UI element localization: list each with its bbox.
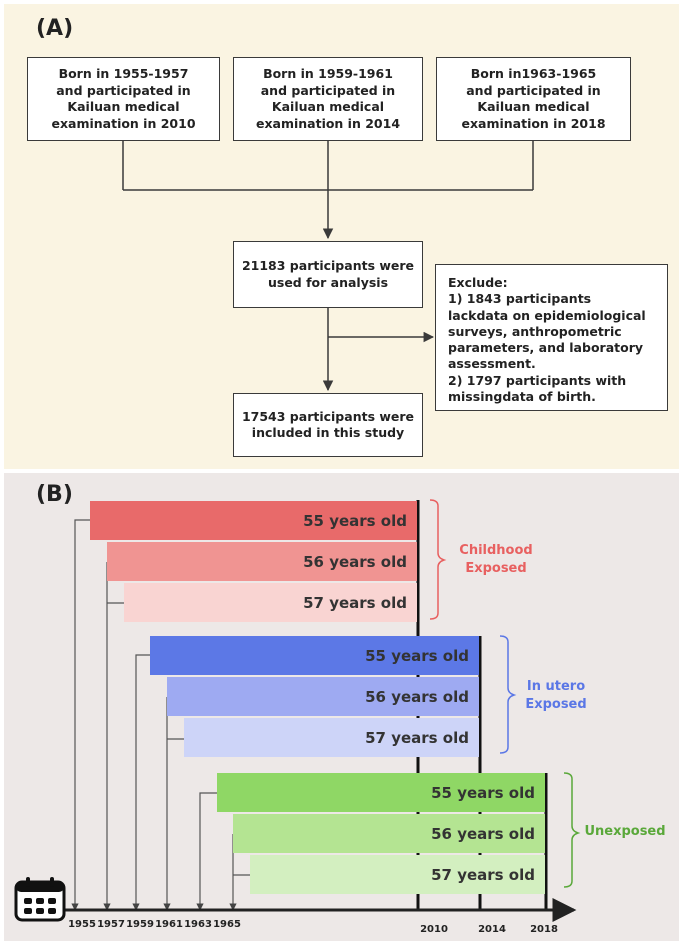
analysis-box: 21183 participants were used for analysi…: [233, 241, 423, 308]
tick-exam-year: 2010: [420, 924, 448, 935]
cohort-box-1959-1961: Born in 1959-1961 and participated in Ka…: [233, 57, 423, 141]
tick-birth-year: 1961: [155, 919, 183, 930]
bar-unexposed-55: 55 years old: [217, 773, 545, 812]
bar-inutero-55: 55 years old: [150, 636, 479, 675]
tick-birth-year: 1959: [126, 919, 154, 930]
panel-b-label: (B): [36, 482, 73, 507]
bar-inutero-57: 57 years old: [184, 718, 479, 757]
panel-a-label: (A): [36, 16, 74, 41]
tick-birth-year: 1955: [68, 919, 96, 930]
bar-childhood-56: 56 years old: [107, 542, 417, 581]
bar-unexposed-57: 57 years old: [250, 855, 545, 894]
group-label-unexposed: Unexposed: [584, 824, 666, 839]
bar-childhood-55: 55 years old: [90, 501, 417, 540]
cohort-box-1955-1957: Born in 1955-1957 and participated in Ka…: [27, 57, 220, 141]
group-label-childhood-exposed: Childhood Exposed: [459, 543, 533, 576]
exclusion-box: Exclude: 1) 1843 participants lackdata o…: [435, 264, 668, 411]
bar-inutero-56: 56 years old: [167, 677, 479, 716]
group-label-in-utero-exposed: In utero Exposed: [525, 679, 587, 712]
tick-exam-year: 2018: [530, 924, 558, 935]
tick-birth-year: 1963: [184, 919, 212, 930]
bar-childhood-57: 57 years old: [124, 583, 417, 622]
calendar-icon: [14, 876, 66, 922]
bar-unexposed-56: 56 years old: [233, 814, 545, 853]
tick-exam-year: 2014: [478, 924, 506, 935]
cohort-box-1963-1965: Born in1963-1965 and participated in Kai…: [436, 57, 631, 141]
tick-birth-year: 1957: [97, 919, 125, 930]
tick-birth-year: 1965: [213, 919, 241, 930]
included-box: 17543 participants were included in this…: [233, 393, 423, 457]
